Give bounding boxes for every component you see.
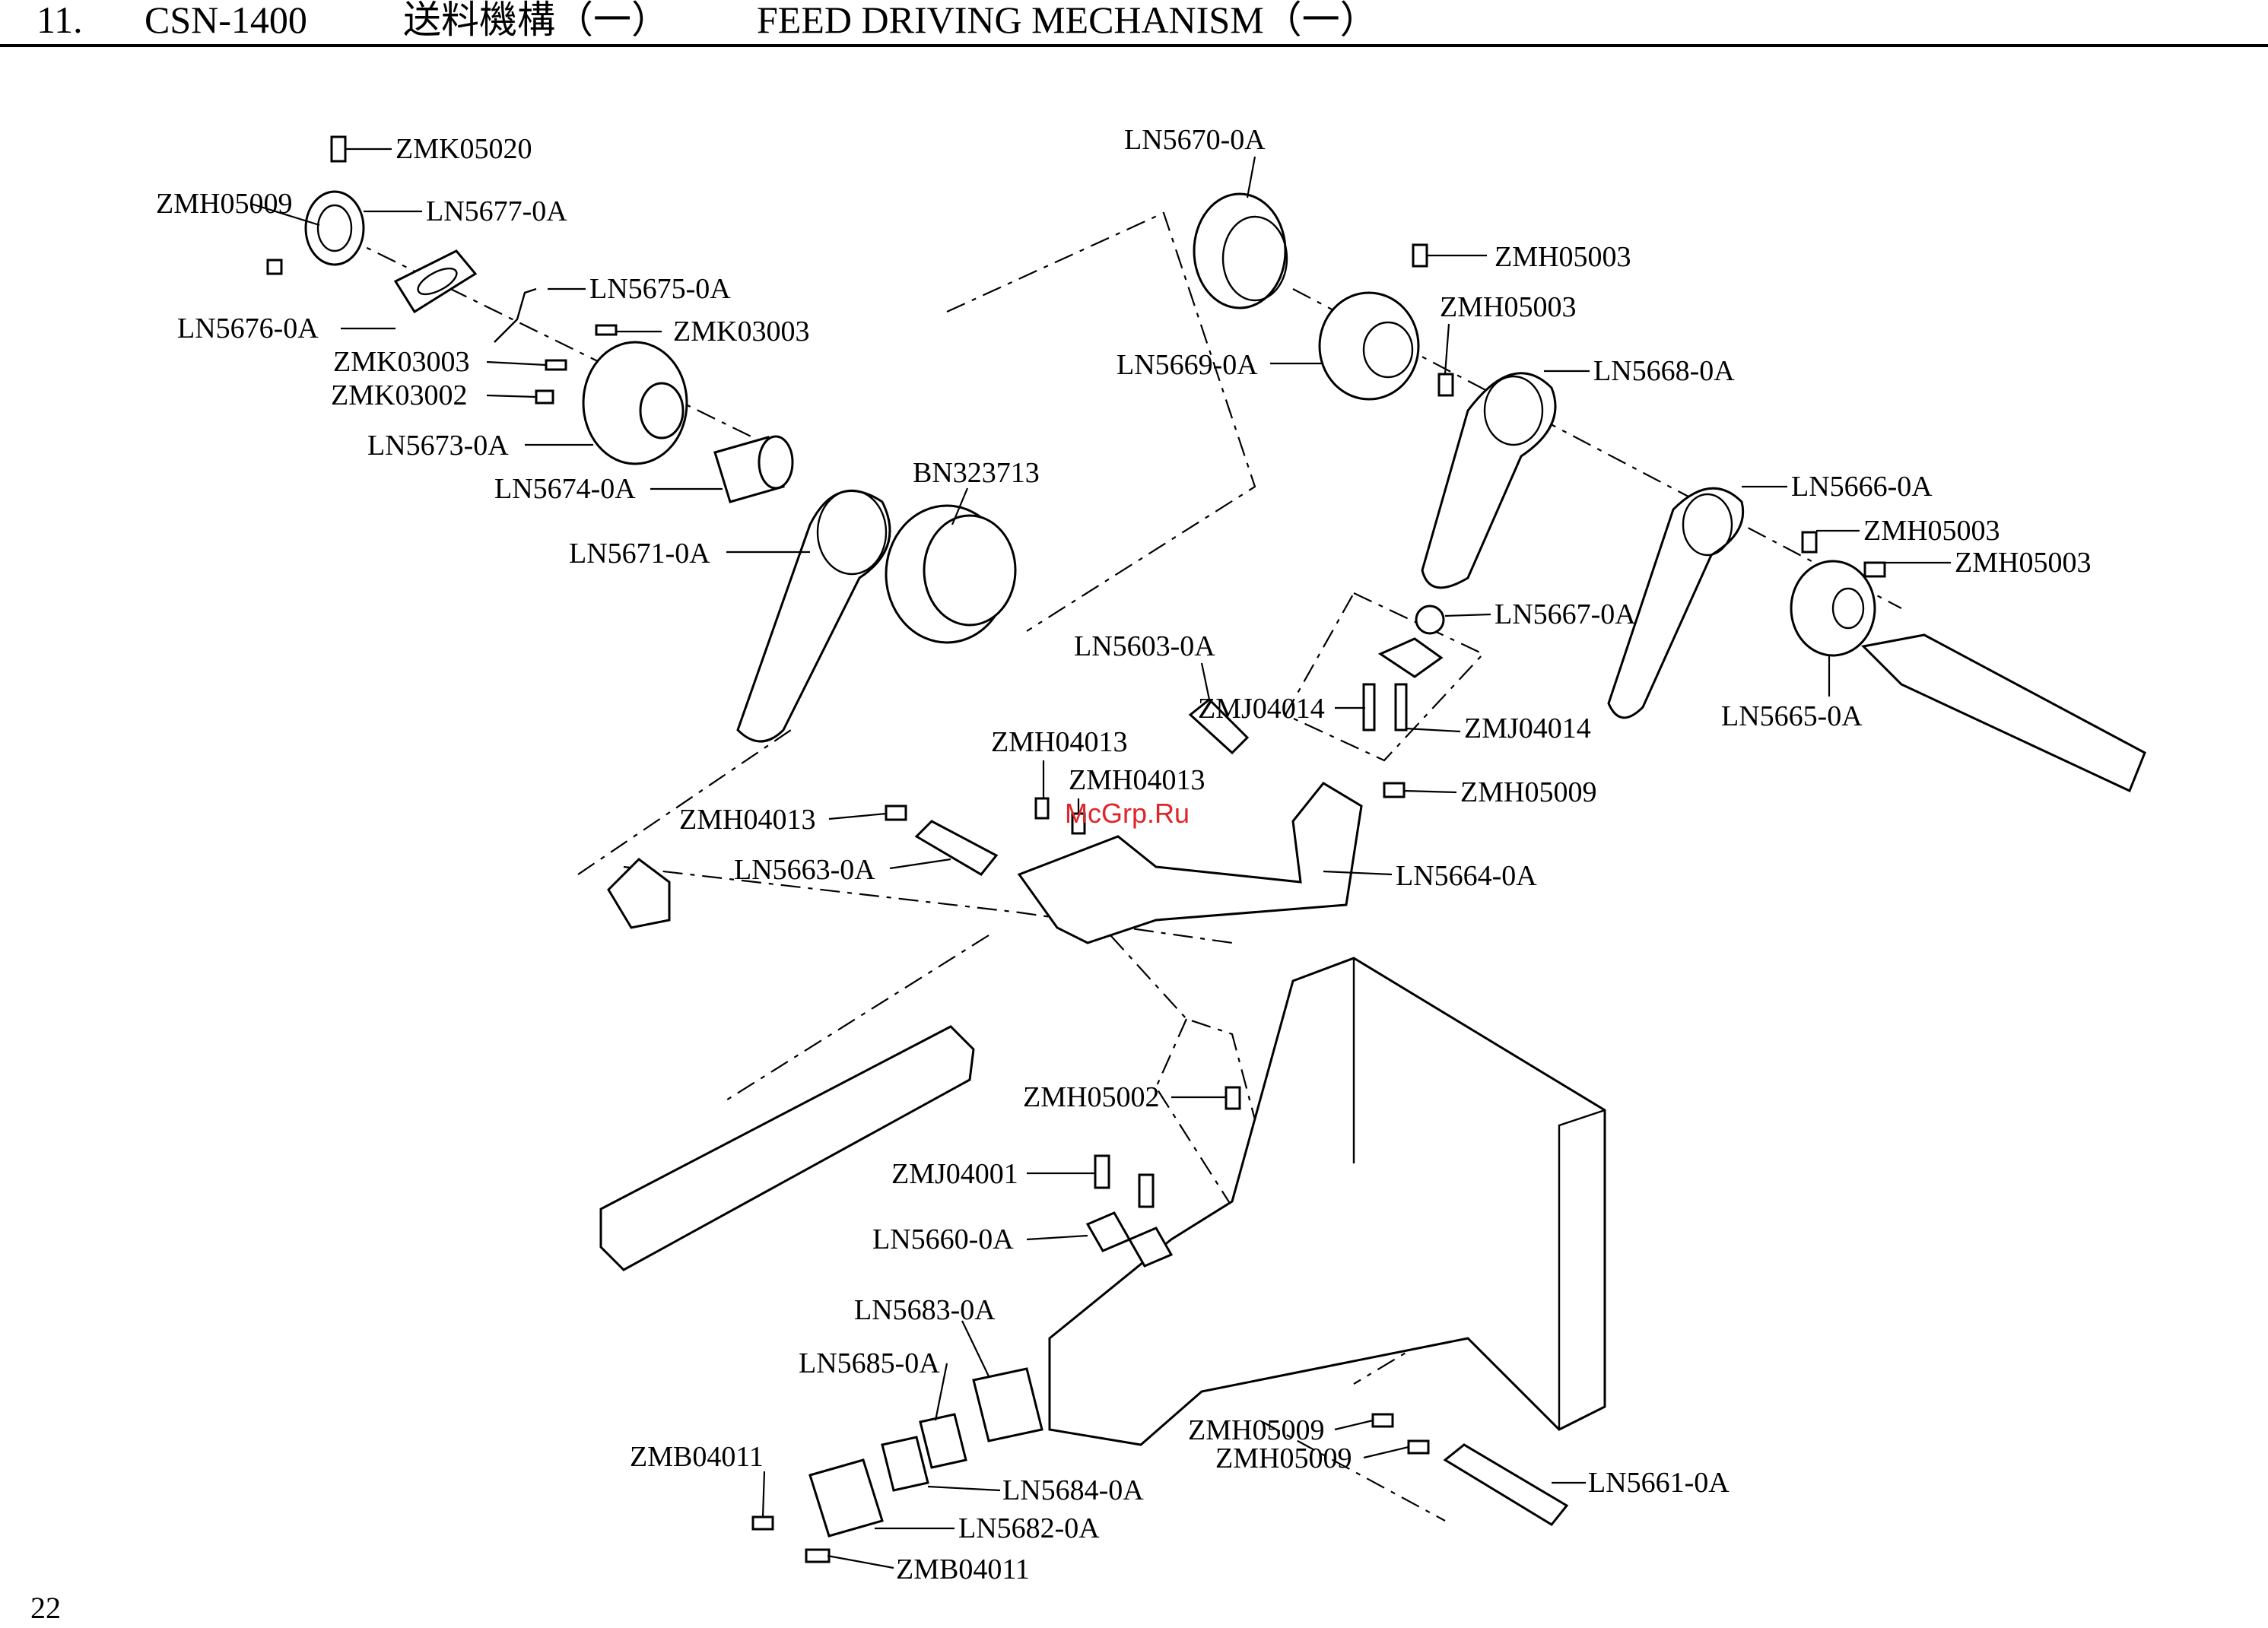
plate-ln5676	[393, 249, 478, 314]
shaft-right	[1860, 633, 2146, 793]
spring-ln5675	[494, 287, 537, 343]
label-zmb04011-a: ZMB04011	[630, 1441, 764, 1473]
label-zmh05003-c: ZMH05003	[1863, 515, 2000, 547]
label-ln5661: LN5661-0A	[1588, 1467, 1730, 1499]
main-frame	[1048, 957, 1606, 1446]
blocks-ln5660	[1085, 1211, 1174, 1268]
header-rule	[0, 44, 2268, 47]
bolts-zmj04014	[1362, 683, 1408, 731]
page-number: 22	[30, 1591, 61, 1625]
plate-ln5684	[881, 1436, 929, 1492]
label-ln5663: LN5663-0A	[734, 854, 875, 886]
label-zmh04013-a: ZMH04013	[991, 726, 1127, 758]
label-bn323713: BN323713	[913, 457, 1040, 489]
connecting-rod-ln5668	[1421, 372, 1557, 589]
label-zmh05003-a: ZMH05003	[1495, 241, 1631, 273]
label-zmj04014-b: ZMJ04014	[1464, 712, 1591, 744]
label-zmh04013-c: ZMH04013	[679, 804, 815, 836]
watermark-text: McGrp.Ru	[1065, 798, 1190, 829]
collar-ln5665	[1790, 560, 1876, 657]
screw-zmk05020	[330, 135, 347, 163]
cam-ln5670	[1193, 192, 1288, 309]
label-ln5665: LN5665-0A	[1721, 700, 1863, 732]
label-ln5669: LN5669-0A	[1117, 349, 1258, 381]
label-ln5666: LN5666-0A	[1791, 471, 1933, 503]
label-ln5664: LN5664-0A	[1396, 860, 1537, 892]
label-zmj04001: ZMJ04001	[891, 1158, 1018, 1190]
label-zmh05009-b: ZMH05009	[1460, 776, 1596, 808]
shaft-ln5661	[1443, 1443, 1569, 1526]
label-zmh05009-c: ZMH05009	[1188, 1414, 1324, 1446]
label-ln5677: LN5677-0A	[426, 195, 567, 227]
part-labels: ZMK05020 ZMH05009 LN5677-0A LN5675-0A LN…	[156, 124, 2091, 1585]
label-zmh04013-b: ZMH04013	[1069, 764, 1205, 796]
label-ln5670: LN5670-0A	[1124, 124, 1266, 156]
label-zmh05003-d: ZMH05003	[1955, 547, 2091, 579]
pin-ln5603	[1188, 697, 1250, 755]
label-ln5685: LN5685-0A	[799, 1347, 940, 1379]
feed-arm-ln5664	[1017, 782, 1363, 944]
label-zmk03002: ZMK03002	[331, 379, 467, 411]
gear-ln5677	[304, 190, 365, 266]
bolts-zmj04001	[1094, 1154, 1155, 1208]
label-ln5684: LN5684-0A	[1002, 1474, 1144, 1506]
screws-zmh05009-bottom	[1371, 1413, 1430, 1455]
bushing-ln5674	[713, 435, 794, 503]
screws-zmb04011	[751, 1515, 831, 1563]
label-ln5675: LN5675-0A	[589, 273, 731, 305]
label-ln5683: LN5683-0A	[854, 1294, 996, 1326]
model-number: CSN-1400	[145, 0, 307, 41]
label-zmh05002: ZMH05002	[1023, 1081, 1159, 1113]
label-ln5603: LN5603-0A	[1074, 630, 1215, 662]
link-left	[607, 858, 671, 929]
label-zmb04011-b: ZMB04011	[896, 1553, 1030, 1585]
label-ln5671: LN5671-0A	[569, 538, 710, 570]
title-english: FEED DRIVING MECHANISM（一）	[757, 0, 1378, 41]
plate-ln5683	[972, 1367, 1043, 1442]
feed-bar-left	[599, 1025, 975, 1271]
label-ln5674: LN5674-0A	[494, 473, 636, 505]
label-ln5668: LN5668-0A	[1593, 355, 1735, 387]
screw-zmh05009-right	[1383, 782, 1406, 798]
label-ln5682: LN5682-0A	[958, 1512, 1100, 1544]
page-header: 11. CSN-1400 送料機構（一） FEED DRIVING MECHAN…	[0, 0, 2268, 49]
label-zmh05003-b: ZMH05003	[1440, 291, 1576, 323]
screw-zmh05002	[1225, 1086, 1241, 1110]
eccentric-ln5669	[1318, 291, 1420, 401]
pin-ln5663	[914, 820, 999, 876]
label-zmh05009-a: ZMH05009	[156, 188, 292, 220]
section-number: 11.	[37, 0, 83, 41]
label-zmh05009-d: ZMH05009	[1215, 1442, 1352, 1474]
label-ln5667: LN5667-0A	[1495, 598, 1636, 630]
hub-ln5673	[582, 341, 688, 465]
ball-ln5667	[1377, 605, 1445, 678]
label-ln5660: LN5660-0A	[872, 1223, 1014, 1255]
label-ln5676: LN5676-0A	[177, 313, 319, 344]
connecting-rod-ln5671	[736, 489, 891, 743]
label-zmk03003-a: ZMK03003	[333, 346, 469, 378]
screws-zmh05003-right	[1801, 531, 1886, 578]
label-ln5673: LN5673-0A	[367, 430, 509, 462]
screws-zmh04013	[885, 797, 1086, 835]
leader-lines	[250, 148, 1951, 1569]
label-zmk05020: ZMK05020	[395, 133, 532, 165]
plate-ln5682	[808, 1458, 884, 1538]
label-zmk03003-b: ZMK03003	[673, 316, 809, 347]
title-chinese: 送料機構（一）	[403, 0, 669, 41]
label-zmj04014-a: ZMJ04014	[1198, 693, 1325, 725]
bearing-bn323713	[885, 504, 1017, 644]
plate-ln5685	[919, 1413, 967, 1469]
connecting-rod-ln5666	[1607, 487, 1745, 719]
screw-zmh05009-top	[266, 259, 283, 275]
screws-zmh05003-top	[1412, 243, 1454, 397]
